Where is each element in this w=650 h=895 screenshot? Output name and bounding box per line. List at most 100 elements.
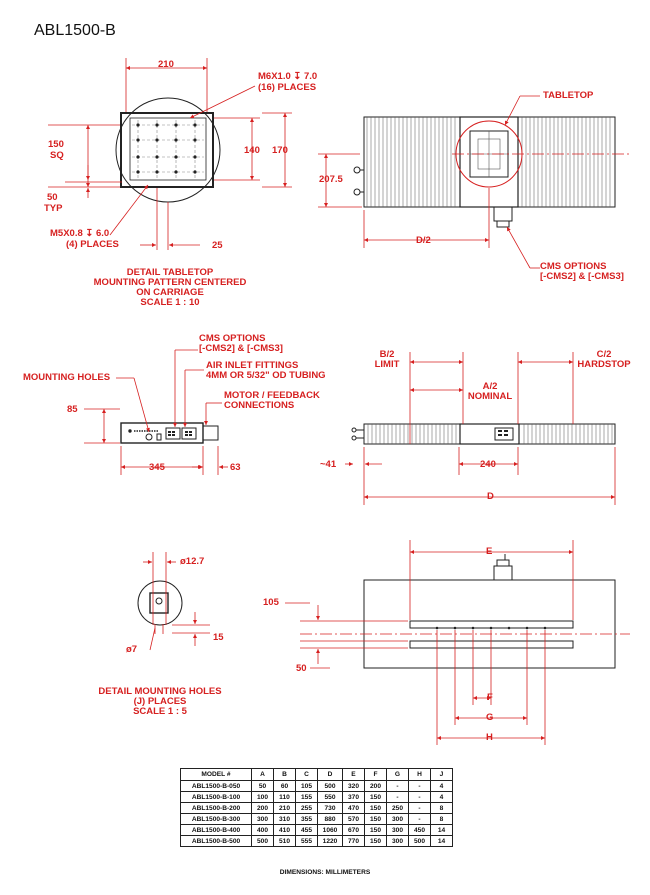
table-cell: 14 <box>430 835 453 847</box>
table-cell: 50 <box>251 780 274 792</box>
table-cell: 355 <box>295 813 318 825</box>
label-line: [-CMS2] & [-CMS3] <box>540 271 624 282</box>
table-cell: 450 <box>408 824 431 836</box>
dim-50-label: 50 <box>47 192 58 203</box>
detail-mounting-holes-view <box>137 580 183 626</box>
table-cell: ABL1500-B-100 <box>180 791 252 803</box>
caption-line: MOUNTING PATTERN CENTERED <box>93 277 247 288</box>
table-cell: 150 <box>364 835 387 847</box>
dim-85-label: 85 <box>67 404 78 415</box>
table-cell: 250 <box>386 802 409 814</box>
table-cell: 730 <box>317 802 343 814</box>
table-cell: 500 <box>317 780 343 792</box>
caption-line: DETAIL TABLETOP <box>126 267 214 278</box>
label-line: NOMINAL <box>467 391 513 402</box>
table-cell: ABL1500-B-050 <box>180 780 252 792</box>
table-cell: 320 <box>342 780 365 792</box>
bottom-view-dimensions <box>285 540 630 745</box>
table-cell: - <box>408 813 431 825</box>
table-cell: 4 <box>430 791 453 803</box>
table-cell: - <box>386 791 409 803</box>
dim-50b-label: 50 <box>296 663 307 674</box>
col-header-e: E <box>342 768 365 781</box>
dim-12-7-label: ø12.7 <box>180 556 205 567</box>
label-line: 4MM OR 5/32" OD TUBING <box>206 370 326 381</box>
drawing-title: ABL1500-B <box>34 22 116 39</box>
table-cell: 100 <box>251 791 274 803</box>
table-cell: 200 <box>251 802 274 814</box>
end-view-stage <box>120 422 219 444</box>
detail-mounting-caption: DETAIL MOUNTING HOLES (J) PLACES SCALE 1… <box>80 687 240 717</box>
end-view-dimensions <box>84 349 228 475</box>
table-cell: 150 <box>364 813 387 825</box>
table-cell: 60 <box>273 780 296 792</box>
table-cell: - <box>408 791 431 803</box>
typ-label: TYP <box>44 203 63 214</box>
dim-7-label: ø7 <box>126 644 138 655</box>
table-cell: 300 <box>251 813 274 825</box>
dim-345-label: 345 <box>149 462 165 473</box>
detail-tabletop-dimensions <box>48 58 292 250</box>
a-half-nominal-label: A/2 NOMINAL <box>462 382 518 402</box>
label-line: CONNECTIONS <box>224 400 295 411</box>
dim-210-label: 210 <box>158 59 174 70</box>
dim-e-label: E <box>486 546 493 557</box>
table-cell: 1060 <box>317 824 343 836</box>
label-line: CMS OPTIONS <box>199 333 266 344</box>
label-line: HARDSTOP <box>577 359 631 370</box>
tabletop-label: TABLETOP <box>543 90 594 101</box>
motor-feedback-label: MOTOR / FEEDBACK CONNECTIONS <box>224 391 320 411</box>
label-line: A/2 <box>482 381 498 392</box>
dim-150-label: 150 <box>48 139 64 150</box>
label-line: CMS OPTIONS <box>540 261 607 272</box>
cms-options-top-label: CMS OPTIONS [-CMS2] & [-CMS3] <box>540 262 624 282</box>
col-header-h: H <box>408 768 431 781</box>
caption-line: SCALE 1 : 5 <box>133 706 187 717</box>
table-cell: 150 <box>364 791 387 803</box>
table-cell: 8 <box>430 813 453 825</box>
label-line: C/2 <box>596 349 612 360</box>
dim-g-label: G <box>486 712 494 723</box>
table-cell: 310 <box>273 813 296 825</box>
table-cell: 105 <box>295 780 318 792</box>
table-cell: 155 <box>295 791 318 803</box>
table-cell: 150 <box>364 824 387 836</box>
dim-41-label: ~41 <box>320 459 337 470</box>
table-cell: 470 <box>342 802 365 814</box>
col-header-j: J <box>430 768 453 781</box>
table-cell: 555 <box>295 835 318 847</box>
table-cell: 510 <box>273 835 296 847</box>
table-cell: - <box>408 780 431 792</box>
col-header-g: G <box>386 768 409 781</box>
sq-label: SQ <box>50 150 64 161</box>
m6-thread-label: M6X1.0 ↧ 7.0 <box>258 71 318 82</box>
table-cell: 200 <box>364 780 387 792</box>
label-line: LIMIT <box>374 359 400 370</box>
dim-f-label: F <box>487 692 493 703</box>
dim-170-label: 170 <box>272 145 288 156</box>
b-half-limit-label: B/2 LIMIT <box>365 350 409 370</box>
col-header-model: MODEL # <box>180 768 252 781</box>
table-cell: 400 <box>251 824 274 836</box>
caption-line: (J) PLACES <box>133 696 187 707</box>
mounting-holes-label: MOUNTING HOLES <box>23 372 111 383</box>
table-header-row: MODEL # A B C D E F G H J <box>180 768 453 781</box>
table-cell: 1220 <box>317 835 343 847</box>
table-cell: 300 <box>386 813 409 825</box>
dim-h-label: H <box>486 732 493 743</box>
top-view-dimensions <box>318 95 630 269</box>
dim-15-label: 15 <box>213 632 224 643</box>
dim-207-5-label: 207.5 <box>319 174 343 185</box>
table-cell: 150 <box>364 802 387 814</box>
label-line: [-CMS2] & [-CMS3] <box>199 343 283 354</box>
table-cell: - <box>386 780 409 792</box>
col-header-c: C <box>295 768 318 781</box>
table-cell: ABL1500-B-300 <box>180 813 252 825</box>
table-cell: ABL1500-B-500 <box>180 835 252 847</box>
table-cell: 570 <box>342 813 365 825</box>
